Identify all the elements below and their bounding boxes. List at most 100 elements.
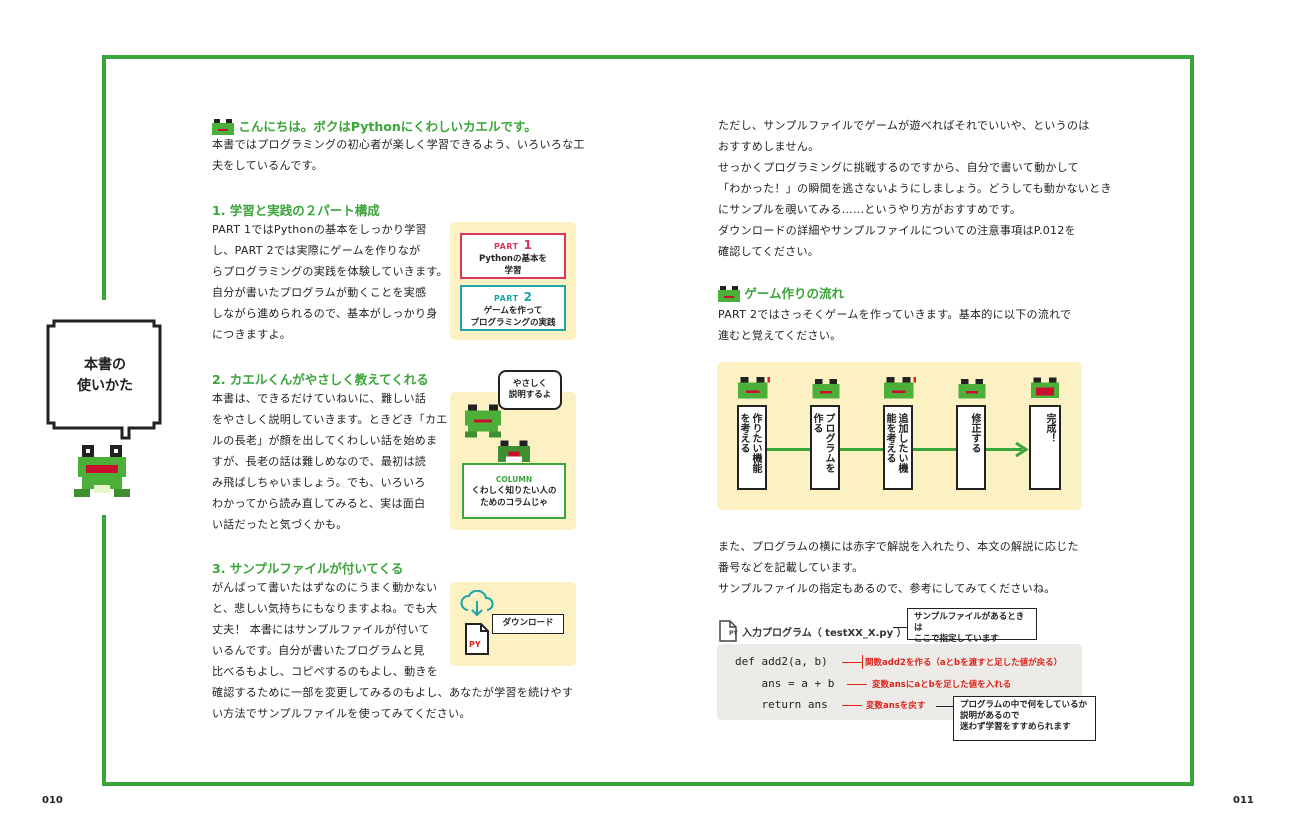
section3-text: がんばって書いたはずなのにうまく動かない と、悲しい気持ちにもなりますよね。でも… bbox=[212, 577, 573, 724]
intro-text: 本書ではプログラミングの初心者が楽しく学習できるよう、いろいろな工 夫をしている… bbox=[212, 134, 585, 176]
flow-heading: ゲーム作りの流れ bbox=[718, 283, 844, 304]
part1-label: Pythonの基本を 学習 bbox=[479, 254, 547, 276]
frog-icon bbox=[958, 379, 986, 399]
callout-sample-file: サンプルファイルがあるときは ここで指定しています bbox=[907, 608, 1037, 644]
right-line: ダウンロードの詳細やサンプルファイルについての注意事項はP.012を bbox=[718, 224, 1076, 237]
section3-line: 確認するために一部を変更してみるのもよし、あなたが学習を続けやす bbox=[212, 686, 574, 699]
right-line: にサンプルを覗いてみる……というやり方がおすすめです。 bbox=[718, 203, 1022, 216]
note-bracket bbox=[862, 655, 863, 669]
column-word: COLUMN bbox=[495, 475, 533, 484]
part1-word: PART bbox=[493, 242, 519, 251]
part1-box: PART 1 Pythonの基本を 学習 bbox=[460, 233, 566, 279]
after-flow-line: また、プログラムの横には赤字で解説を入れたり、本文の解説に応じた bbox=[718, 540, 1079, 553]
flow-step-3: 追加したい機能を考える bbox=[883, 405, 913, 490]
section1-heading: 1. 学習と実践の２パート構成 bbox=[212, 203, 380, 218]
intro-heading-text: こんにちは。ボクはPythonにくわしいカエルです。 bbox=[238, 119, 537, 134]
frog-mascot-icon bbox=[74, 445, 130, 497]
py-file-icon bbox=[465, 623, 489, 655]
py-file-label: PY bbox=[469, 640, 481, 649]
section3-line: と、悲しい気持ちにもなりますよね。でも大 bbox=[212, 602, 438, 615]
section2-text: 本書は、できるだけていねいに、難しい話 をやさしく説明していきます。ときどき「カ… bbox=[212, 388, 448, 535]
callout-connector bbox=[893, 627, 907, 628]
badge-bubble bbox=[46, 319, 162, 440]
part1-num: 1 bbox=[523, 238, 533, 252]
note-connector bbox=[842, 705, 862, 706]
cloud-download-icon bbox=[460, 590, 494, 616]
code-line: ans = a + b bbox=[735, 677, 835, 690]
section3-heading: 3. サンプルファイルが付いてくる bbox=[212, 561, 404, 576]
right-intro-text: ただし、サンプルファイルでゲームが遊べればそれでいいや、というのは おすすめしま… bbox=[718, 115, 1112, 262]
flow-line: PART 2ではさっそくゲームを作っていきます。基本的に以下の流れで bbox=[718, 308, 1072, 321]
flow-arrow-head-icon bbox=[1015, 441, 1029, 458]
note-connector bbox=[842, 662, 862, 663]
section2-heading: 2. カエルくんがやさしく教えてくれる bbox=[212, 372, 429, 387]
badge-line-2: 使いかた bbox=[77, 378, 133, 394]
frog-thinking-icon bbox=[738, 377, 770, 399]
flow-step-4: 修正する bbox=[956, 405, 986, 490]
section2-line: い話だったと気づくかも。 bbox=[212, 518, 348, 531]
section2-line: すが、長老の話は難しめなので、最初は読 bbox=[212, 455, 427, 468]
right-line: おすすめしません。 bbox=[718, 140, 820, 153]
section1-line: らプログラミングの実践を体験していきます。 bbox=[212, 265, 448, 278]
column-label: くわしく知りたい人の ためのコラムじゃ bbox=[471, 486, 557, 508]
frog-head-icon bbox=[718, 285, 740, 302]
part2-word: PART bbox=[493, 294, 519, 303]
section2-line: わかってから読み直してみると、実は面白 bbox=[212, 497, 426, 510]
file-icon-label: PY bbox=[729, 630, 738, 637]
intro-line: 本書ではプログラミングの初心者が楽しく学習できるよう、いろいろな工 bbox=[212, 138, 585, 151]
code-line: return ans bbox=[735, 698, 828, 711]
flow-text: PART 2ではさっそくゲームを作っていきます。基本的に以下の流れで 進むと覚え… bbox=[718, 304, 1071, 346]
section2-line: み飛ばしちゃいましょう。でも、いろいろ bbox=[212, 476, 426, 489]
section2-line: 本書は、できるだけていねいに、難しい話 bbox=[212, 392, 427, 405]
file-icon bbox=[719, 620, 737, 642]
frog-icon bbox=[465, 404, 501, 438]
after-flow-line: 番号などを記載しています。 bbox=[718, 561, 864, 574]
after-flow-text: また、プログラムの横には赤字で解説を入れたり、本文の解説に応じた 番号などを記載… bbox=[718, 536, 1079, 599]
section2-line: ルの長老」が顔を出してくわしい話を始めま bbox=[212, 434, 438, 447]
section1-line: 自分が書いたプログラムが動くことを実感 bbox=[212, 286, 427, 299]
frog-happy-icon bbox=[1031, 377, 1059, 398]
right-line: 「わかった！」の瞬間を逃さないようにしましょう。どうしても動かないとき bbox=[718, 182, 1112, 195]
code-line: def add2(a, b) bbox=[735, 655, 828, 668]
callout-explanation: プログラムの中で何をしているか 説明があるので 迷わず学習をすすめられます bbox=[953, 696, 1096, 741]
flow-step-1: 作りたい機能を考える bbox=[737, 405, 767, 490]
column-box: COLUMN くわしく知りたい人の ためのコラムじゃ bbox=[462, 463, 566, 519]
flow-step-2: プログラムを作る bbox=[810, 405, 840, 490]
section1-line: につきますよ。 bbox=[212, 328, 292, 341]
note-connector bbox=[847, 684, 867, 685]
part2-num: 2 bbox=[523, 290, 533, 304]
code-note: 変数ansにaとbを足した値を入れる bbox=[872, 680, 1012, 690]
frog-icon bbox=[812, 379, 840, 399]
right-line: ただし、サンプルファイルでゲームが遊べればそれでいいや、というのは bbox=[718, 119, 1090, 132]
section1-line: PART 1ではPythonの基本をしっかり学習 bbox=[212, 223, 427, 236]
frog-thinking-icon bbox=[884, 377, 916, 399]
speech-bubble: やさしく 説明するよ bbox=[498, 370, 562, 410]
right-line: せっかくプログラミングに挑戦するのですから、自分で書いて動かして bbox=[718, 161, 1079, 174]
flow-heading-text: ゲーム作りの流れ bbox=[744, 286, 844, 301]
section1-line: し、PART 2では実際にゲームを作りなが bbox=[212, 244, 421, 257]
page-number-right: 011 bbox=[1233, 795, 1254, 806]
badge-line-1: 本書の bbox=[84, 357, 126, 373]
section1-text: PART 1ではPythonの基本をしっかり学習 し、PART 2では実際にゲー… bbox=[212, 219, 448, 345]
page-number-left: 010 bbox=[42, 795, 63, 806]
code-note: 変数ansを戻す bbox=[866, 701, 926, 711]
section3-line: いるんです。自分が書いたプログラムと見 bbox=[212, 644, 425, 657]
section2-line: をやさしく説明していきます。ときどき「カエ bbox=[212, 413, 448, 426]
section3-line: がんばって書いたはずなのにうまく動かない bbox=[212, 581, 438, 594]
section3-line: 比べるもよし、コピペするのもよし、動きを bbox=[212, 665, 438, 678]
download-label: ダウンロード bbox=[492, 614, 564, 634]
intro-heading: こんにちは。ボクはPythonにくわしいカエルです。 bbox=[212, 116, 537, 137]
code-note: 関数add2を作る（aとbを渡すと足した値が戻る） bbox=[865, 658, 1063, 668]
part2-box: PART 2 ゲームを作って プログラミングの実践 bbox=[460, 285, 566, 331]
badge-title: 本書の 使いかた bbox=[50, 355, 160, 397]
part2-label: ゲームを作って プログラミングの実践 bbox=[470, 306, 556, 328]
flow-line: 進むと覚えてください。 bbox=[718, 329, 842, 342]
flow-step-5: 完成！ bbox=[1029, 405, 1061, 490]
section3-line: 丈夫！ 本書にはサンプルファイルが付いて bbox=[212, 623, 430, 636]
callout-connector bbox=[936, 706, 954, 707]
right-line: 確認してください。 bbox=[718, 245, 820, 258]
frog-head-icon bbox=[212, 118, 234, 135]
after-flow-line: サンプルファイルの指定もあるので、参考にしてみてくださいね。 bbox=[718, 582, 1056, 595]
section3-line: い方法でサンプルファイルを使ってみてください。 bbox=[212, 707, 471, 720]
intro-line: 夫をしているんです。 bbox=[212, 159, 324, 172]
